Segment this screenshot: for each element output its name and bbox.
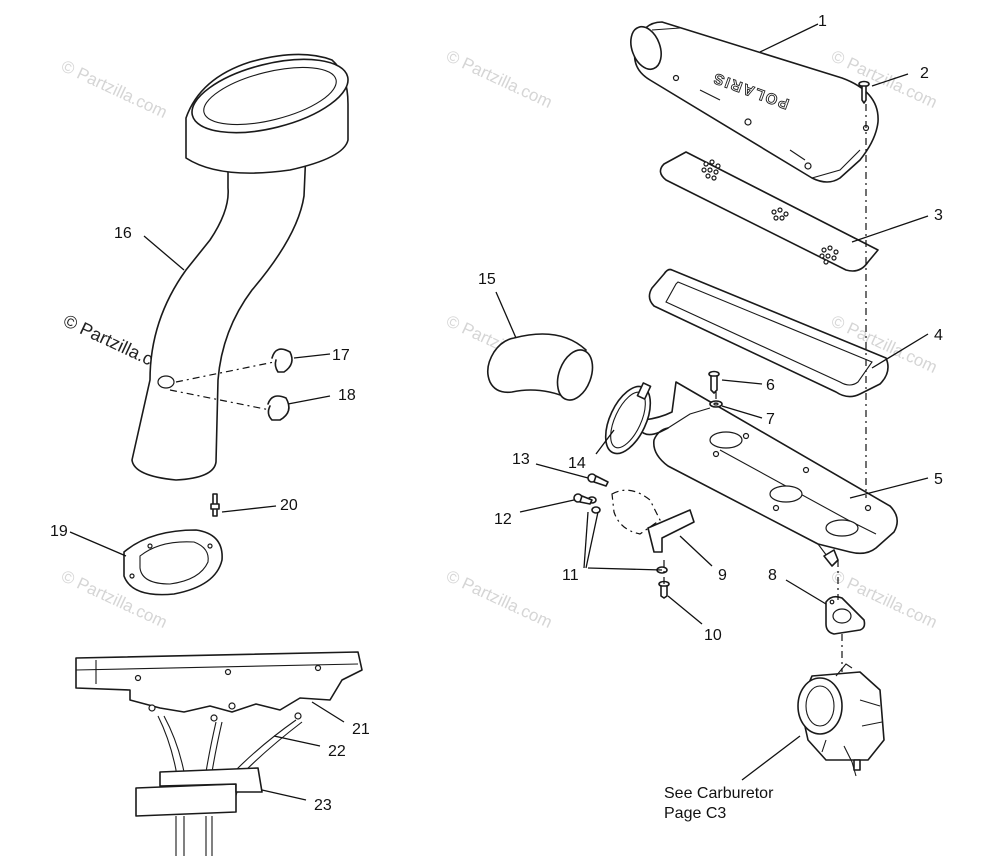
watermark: © Partzilla.com — [443, 46, 555, 112]
fuel-block — [135, 767, 263, 856]
callout-9: 9 — [718, 567, 727, 584]
airbox-cover: POLARIS — [630, 21, 879, 183]
intake-tube — [131, 53, 349, 481]
callout-20: 20 — [280, 497, 298, 514]
callout-13: 13 — [512, 451, 530, 468]
note-line-2: Page C3 — [664, 805, 726, 822]
callout-22: 22 — [328, 743, 346, 760]
airbox-gasket — [648, 268, 889, 398]
note-line-1: See Carburetor — [664, 785, 774, 802]
callout-labels: 1 2 3 4 5 6 7 8 9 10 11 12 13 14 15 16 1… — [50, 13, 943, 814]
filter-plate — [659, 151, 879, 272]
clip-part-18 — [267, 395, 290, 421]
callout-5: 5 — [934, 471, 943, 488]
bolt-part-12 — [573, 493, 593, 505]
callout-23: 23 — [314, 797, 332, 814]
stud-part-20 — [210, 493, 220, 517]
callout-10: 10 — [704, 627, 722, 644]
carburetor — [797, 663, 885, 777]
callout-2: 2 — [920, 65, 929, 82]
leader-lines — [69, 23, 929, 801]
callout-17: 17 — [332, 347, 350, 364]
carburetor-reference-note: See Carburetor Page C3 — [664, 785, 774, 822]
intake-manifold — [75, 651, 363, 722]
intake-elbow — [486, 333, 594, 401]
carburetor-gasket — [825, 595, 866, 635]
bolt-part-13 — [587, 473, 609, 487]
callout-19: 19 — [50, 523, 68, 540]
callout-1: 1 — [818, 13, 827, 30]
callout-21: 21 — [352, 721, 370, 738]
bracket-part-9 — [647, 509, 695, 553]
callout-14: 14 — [568, 455, 586, 472]
airbox-base — [639, 381, 898, 567]
callout-12: 12 — [494, 511, 512, 528]
callout-16: 16 — [114, 225, 132, 242]
flange-ring — [123, 529, 223, 596]
callout-8: 8 — [768, 567, 777, 584]
callout-4: 4 — [934, 327, 943, 344]
screw-part-6 — [708, 370, 720, 394]
watermark: © Partzilla.com — [58, 56, 170, 122]
perforation-cluster — [701, 159, 839, 265]
callout-18: 18 — [338, 387, 356, 404]
callout-15: 15 — [478, 271, 496, 288]
callout-6: 6 — [766, 377, 775, 394]
hose-clamp — [604, 382, 652, 455]
watermark: © Partzilla.com — [443, 566, 555, 632]
alignment-lines — [169, 104, 867, 672]
callout-3: 3 — [934, 207, 943, 224]
callout-11: 11 — [562, 567, 579, 584]
clip-part-17 — [271, 348, 293, 373]
callout-7: 7 — [766, 411, 775, 428]
screw-part-2 — [858, 80, 870, 104]
